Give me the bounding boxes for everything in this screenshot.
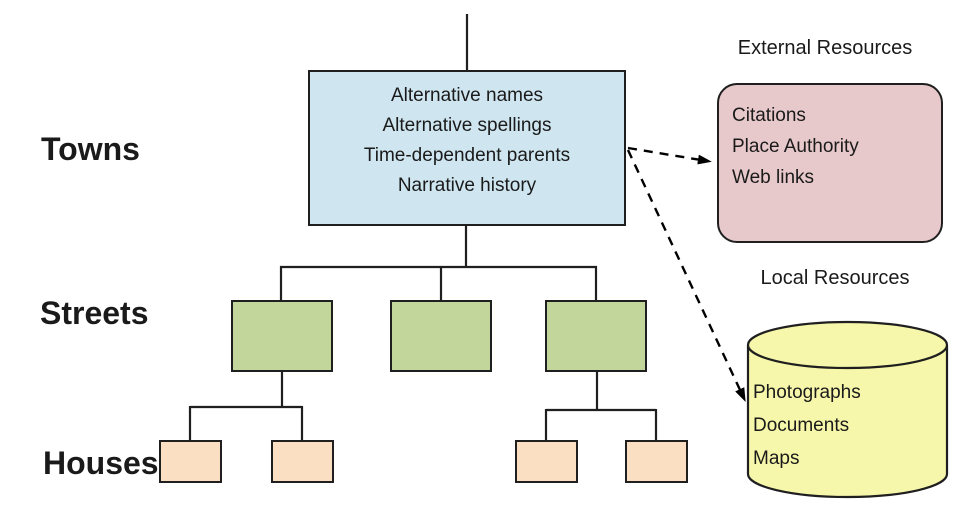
- cylinder-body: [746, 345, 949, 499]
- towns-box-line: Alternative spellings: [382, 115, 552, 136]
- tree-connectors: [188, 14, 658, 441]
- cylinder-top: [746, 320, 949, 370]
- arrow-to-local-resources: [626, 149, 746, 402]
- street-box-2: [390, 300, 492, 372]
- towns-box-line: Narrative history: [397, 175, 537, 196]
- street-box-1: [231, 300, 333, 372]
- house-box-1: [159, 440, 222, 483]
- hierarchy-label-towns: Towns: [41, 131, 140, 167]
- external-resources-box: Citations Place Authority Web links: [717, 83, 943, 243]
- house-box-2: [271, 440, 334, 483]
- towns-box: Alternative names Alternative spellings …: [308, 70, 626, 226]
- towns-box-line: Alternative names: [390, 85, 544, 106]
- house-box-3: [515, 440, 578, 483]
- external-resources-item: Citations: [732, 105, 806, 126]
- towns-box-line: Time-dependent parents: [363, 145, 571, 166]
- external-resources-item: Place Authority: [732, 136, 859, 157]
- local-resources-items: Photographs Documents Maps: [753, 376, 861, 475]
- arrow-to-external-resources: [627, 146, 712, 165]
- hierarchy-label-streets: Streets: [40, 295, 149, 331]
- local-resources-item: Photographs: [753, 382, 861, 403]
- external-resources-item: Web links: [732, 167, 815, 188]
- local-resources-cylinder: [746, 320, 949, 499]
- local-resources-title: Local Resources: [760, 267, 910, 289]
- external-resources-title: External Resources: [737, 37, 913, 59]
- local-resources-item: Maps: [753, 448, 800, 469]
- local-resources-item: Documents: [753, 415, 850, 436]
- house-box-4: [625, 440, 688, 483]
- hierarchy-label-houses: Houses: [43, 445, 159, 481]
- street-box-3: [545, 300, 647, 372]
